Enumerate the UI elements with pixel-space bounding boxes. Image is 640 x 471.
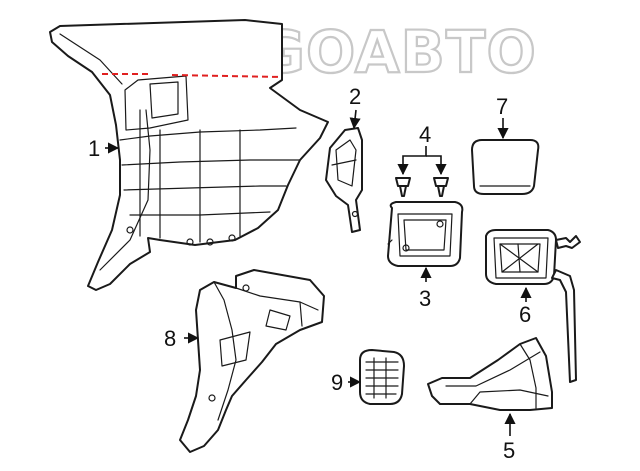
callout-6: 6 bbox=[519, 302, 531, 327]
leader-4b bbox=[426, 155, 447, 176]
part-2-bracket bbox=[325, 127, 363, 233]
leader-4a bbox=[397, 146, 427, 176]
callout-9: 9 bbox=[331, 370, 343, 395]
part-7-fuel-door bbox=[471, 139, 540, 195]
part-6-filler-assembly bbox=[485, 229, 581, 383]
callout-2: 2 bbox=[349, 84, 361, 109]
leader-2 bbox=[349, 109, 361, 130]
part-4-screws bbox=[395, 177, 449, 197]
callout-3: 3 bbox=[419, 286, 431, 311]
callout-4: 4 bbox=[419, 122, 431, 147]
callout-1: 1 bbox=[88, 136, 100, 161]
callout-7: 7 bbox=[496, 94, 508, 119]
part-3-filler-housing bbox=[387, 201, 464, 267]
part-8-wheelhouse-liner bbox=[179, 269, 325, 453]
part-5-splash-shield bbox=[427, 337, 553, 411]
callout-8: 8 bbox=[164, 326, 176, 351]
leader-lines bbox=[105, 109, 532, 436]
part-9-vent-grille bbox=[359, 349, 405, 405]
callout-5: 5 bbox=[503, 438, 515, 463]
cut-line-right bbox=[171, 74, 283, 78]
part-1-quarter-panel bbox=[49, 19, 329, 291]
callout-labels: 1 2 3 4 5 6 7 8 9 bbox=[88, 84, 531, 463]
